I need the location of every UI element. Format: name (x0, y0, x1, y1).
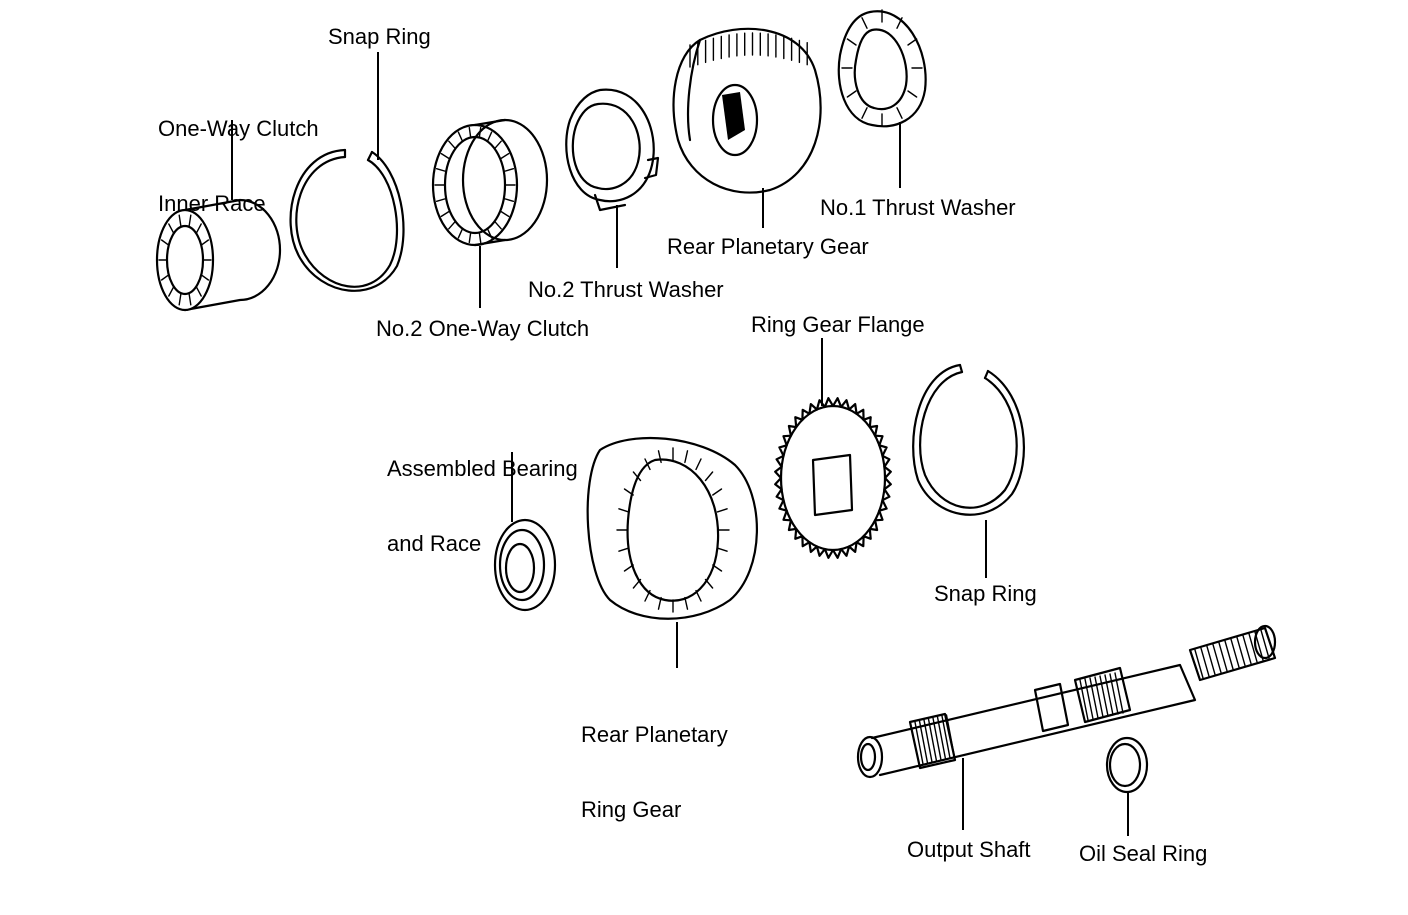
rear-planetary-ring-gear-part (586, 436, 758, 620)
label-line: and Race (387, 531, 482, 556)
label-line: One-Way Clutch (158, 116, 319, 141)
label-one-way-clutch-inner-race: One-Way Clutch Inner Race (158, 66, 319, 241)
leader-lines (231, 52, 1129, 836)
label-no2-one-way-clutch: No.2 One-Way Clutch (376, 316, 590, 341)
output-shaft-part (856, 624, 1277, 779)
label-no2-thrust-washer: No.2 Thrust Washer (528, 277, 724, 302)
no1-thrust-washer-part (837, 9, 927, 128)
label-line: Rear Planetary (581, 722, 728, 747)
label-rear-planetary-gear: Rear Planetary Gear (667, 234, 869, 259)
label-output-shaft: Output Shaft (907, 837, 1031, 862)
label-snap-ring-right: Snap Ring (934, 581, 1037, 606)
label-ring-gear-flange: Ring Gear Flange (751, 312, 925, 337)
label-rear-planetary-ring-gear: Rear Planetary Ring Gear (581, 672, 728, 847)
one-way-clutch-inner-race-part (155, 198, 282, 312)
label-line: Assembled Bearing (387, 456, 578, 481)
label-assembled-bearing-and-race: Assembled Bearing and Race (387, 406, 578, 581)
ring-gear-flange-part (774, 397, 892, 559)
snap-ring-right-part (912, 363, 1026, 516)
label-line: Ring Gear (581, 797, 682, 822)
label-snap-ring-top: Snap Ring (328, 24, 431, 49)
label-no1-thrust-washer: No.1 Thrust Washer (820, 195, 1016, 220)
label-line: Inner Race (158, 191, 266, 216)
snap-ring-top-part (289, 148, 405, 292)
oil-seal-ring-part (1105, 736, 1149, 794)
label-oil-seal-ring: Oil Seal Ring (1079, 841, 1208, 866)
rear-planetary-gear-part (672, 27, 822, 194)
no2-thrust-washer-part (565, 88, 660, 212)
assembled-bearing-and-race-part (493, 518, 557, 612)
no2-one-way-clutch-part (431, 118, 549, 247)
